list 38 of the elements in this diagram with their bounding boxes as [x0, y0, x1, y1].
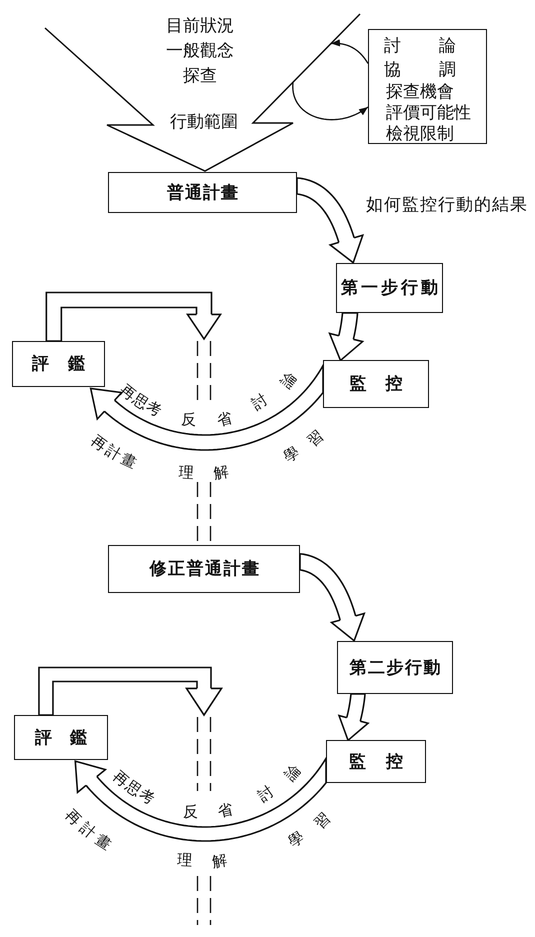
- list-item: 探查機會: [386, 81, 454, 103]
- process-box: 第一步行動: [336, 263, 443, 313]
- hollow-arrow: [90, 364, 324, 451]
- note-text: 如何監控行動的結果: [366, 194, 528, 216]
- hollow-arrow: [74, 757, 327, 842]
- process-box: 監控: [326, 740, 426, 783]
- arc-label: 再計畫: [87, 432, 142, 474]
- list-box: [368, 29, 487, 144]
- arc-label: 再思考: [116, 382, 165, 420]
- arc-label: 反省: [182, 797, 256, 822]
- hollow-arrow: [296, 177, 364, 263]
- process-box: 普通計畫: [108, 172, 297, 213]
- list-item: 協調: [384, 59, 456, 81]
- process-box: 第二步行動: [337, 641, 453, 694]
- curved-arrow: [292, 82, 368, 120]
- process-box: 修正普通計畫: [108, 545, 300, 593]
- hollow-arrow: [328, 312, 364, 360]
- arc-label: 理解: [178, 461, 251, 483]
- process-box: 評鑑: [12, 341, 105, 387]
- hollow-arrow: [299, 553, 366, 641]
- process-box: 監控: [323, 360, 429, 408]
- list-item: 檢視限制: [386, 123, 454, 145]
- hollow-arrow: [46, 292, 222, 342]
- curved-arrow: [330, 39, 369, 64]
- arc-label: 再計畫: [62, 807, 118, 856]
- hollow-arrow: [38, 666, 223, 716]
- funnel-text: 一般觀念: [166, 40, 234, 62]
- funnel-text: 目前狀況: [166, 15, 234, 37]
- arc-label: 再思考: [109, 768, 158, 809]
- arc-label: 學習: [281, 418, 339, 466]
- hollow-arrow: [338, 693, 370, 740]
- funnel-text: 行動範圍: [170, 111, 238, 133]
- list-item: 討論: [384, 35, 456, 57]
- arc-label: 理解: [176, 849, 250, 871]
- process-box: 評鑑: [14, 715, 108, 760]
- funnel-text: 探查: [183, 65, 217, 87]
- funnel-shape: [45, 14, 360, 171]
- list-item: 評價可能性: [386, 102, 471, 124]
